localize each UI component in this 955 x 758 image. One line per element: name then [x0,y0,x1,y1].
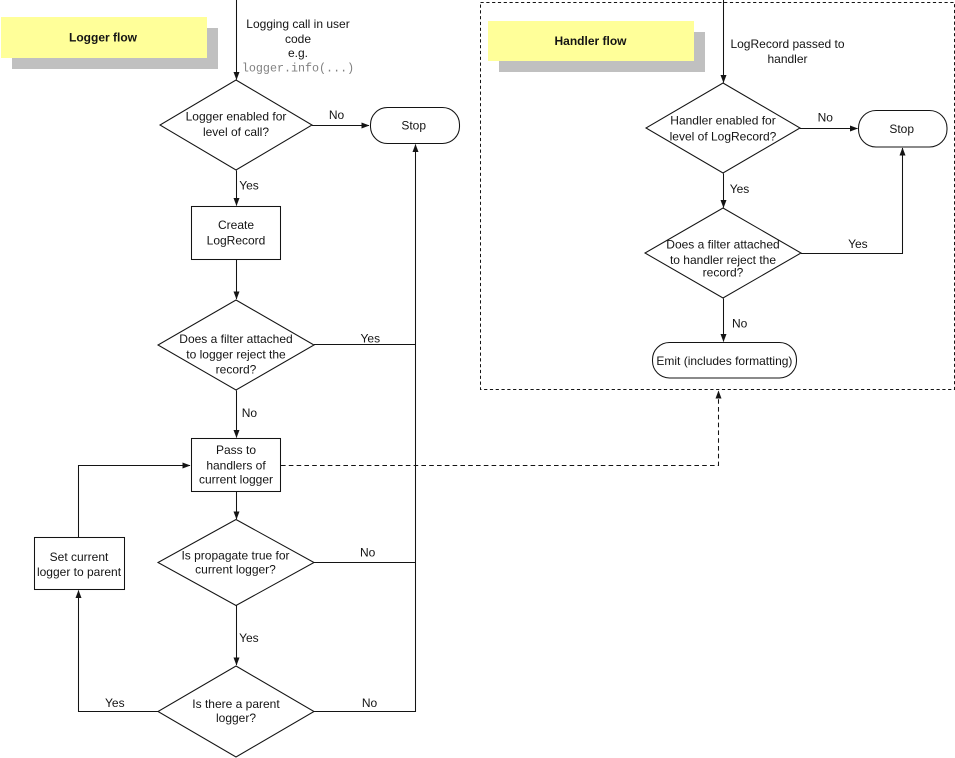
svg-text:code: code [285,32,311,46]
svg-text:No: No [732,317,748,331]
svg-text:Yes: Yes [105,696,125,710]
svg-text:logger to parent: logger to parent [37,565,122,579]
svg-text:Pass to: Pass to [216,443,256,457]
svg-text:current logger?: current logger? [195,563,276,577]
svg-text:Yes: Yes [361,332,381,346]
svg-text:logger?: logger? [216,711,256,725]
svg-text:current logger: current logger [199,473,273,487]
svg-text:Yes: Yes [730,182,750,196]
svg-text:handler: handler [767,52,807,66]
svg-text:Yes: Yes [848,237,868,251]
svg-text:level of call?: level of call? [203,125,269,139]
svg-text:No: No [242,406,258,420]
svg-text:LogRecord: LogRecord [207,234,266,248]
svg-text:record?: record? [216,362,257,376]
svg-text:Is propagate true for: Is propagate true for [181,548,289,562]
svg-text:Is there a parent: Is there a parent [192,697,280,711]
svg-text:No: No [818,110,834,124]
svg-text:No: No [362,696,378,710]
svg-text:Logger enabled for: Logger enabled for [186,110,287,124]
svg-text:to handler reject the: to handler reject the [670,253,776,267]
svg-text:Does a filter attached: Does a filter attached [666,238,779,252]
svg-text:No: No [360,545,376,559]
svg-text:Handler enabled for: Handler enabled for [670,114,775,128]
svg-text:level of LogRecord?: level of LogRecord? [670,129,777,143]
svg-text:record?: record? [703,266,744,280]
svg-text:Set current: Set current [50,550,109,564]
svg-text:Stop: Stop [401,119,426,133]
svg-text:Does a filter attached: Does a filter attached [179,332,292,346]
svg-text:handlers of: handlers of [206,459,266,473]
svg-text:Create: Create [218,218,254,232]
svg-text:No: No [329,108,345,122]
svg-text:Logger flow: Logger flow [69,31,138,45]
svg-text:Logging call in user: Logging call in user [246,17,349,31]
svg-text:LogRecord passed to: LogRecord passed to [730,37,844,51]
svg-text:e.g.: e.g. [288,46,308,60]
svg-text:logger.info(...): logger.info(...) [242,62,354,76]
svg-text:Yes: Yes [239,179,259,193]
svg-text:Emit (includes formatting): Emit (includes formatting) [656,354,792,368]
svg-text:Handler flow: Handler flow [554,34,627,48]
svg-text:to logger reject the: to logger reject the [186,347,286,361]
svg-text:Stop: Stop [889,122,914,136]
svg-text:Yes: Yes [239,631,259,645]
